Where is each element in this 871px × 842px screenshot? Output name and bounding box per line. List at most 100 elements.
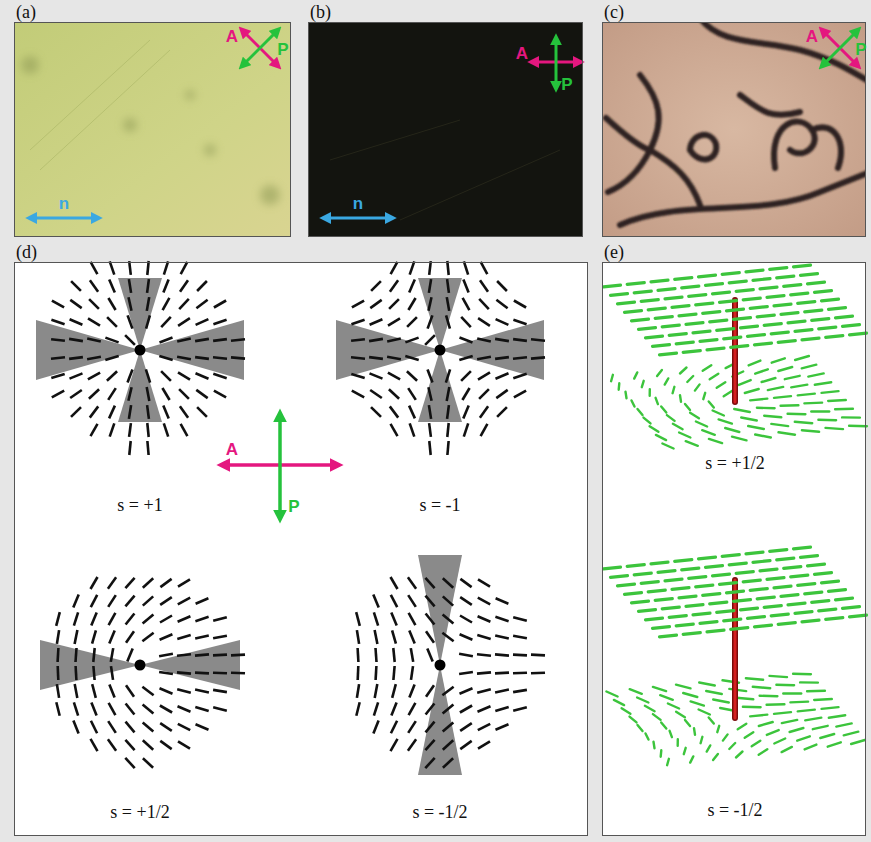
molecule-rod (781, 595, 798, 597)
molecule-rod (729, 281, 746, 283)
director-dash (370, 300, 381, 308)
molecule-rod (768, 387, 783, 390)
molecule-rod (665, 579, 682, 581)
director-dash (143, 615, 154, 624)
molecule-rod (675, 278, 692, 280)
molecule-rod (686, 441, 698, 446)
molecule-rod (632, 400, 635, 406)
molecule-rod (793, 673, 811, 676)
director-dash (391, 703, 396, 716)
director-dash (160, 741, 171, 749)
molecule-rod (646, 733, 649, 739)
director-dash (110, 423, 115, 436)
molecule-rod (805, 592, 822, 594)
director-dash (429, 261, 431, 275)
molecule-rod (736, 572, 753, 574)
director-dash (513, 671, 527, 674)
director-dash (52, 391, 64, 398)
director-dash (109, 631, 114, 644)
director-dash (460, 338, 473, 343)
director-dash (478, 616, 491, 622)
polarizer-label: P (277, 41, 288, 58)
director-dash (478, 706, 491, 711)
molecule-rod (709, 439, 722, 443)
director-dash (110, 261, 115, 274)
director-dash (373, 595, 378, 608)
molecule-rod (757, 407, 775, 410)
director-dash (514, 301, 526, 308)
molecule-rod (680, 395, 681, 401)
director-dash (459, 672, 473, 674)
molecule-rod (670, 731, 672, 737)
director-dash (196, 724, 209, 729)
analyzer-label: A (806, 28, 818, 45)
director-dash (387, 357, 401, 359)
molecule-rod (760, 695, 778, 698)
molecule-rod (618, 383, 621, 389)
director-dash (159, 356, 172, 360)
molecule-rod (798, 394, 815, 396)
director-dash (89, 389, 99, 399)
molecule-rod (720, 301, 737, 303)
director-dash (90, 406, 98, 417)
molecule-rod (701, 737, 703, 743)
molecule-rod (770, 550, 787, 552)
director-dash (159, 672, 173, 674)
polarizer-label: P (288, 498, 299, 515)
molecule-rod (731, 346, 748, 348)
disclination-3d (604, 265, 867, 765)
director-dash (109, 703, 116, 715)
disclination-line (734, 300, 737, 402)
director-dash (481, 424, 488, 436)
molecule-rod (814, 699, 832, 700)
molecule-rod (843, 607, 860, 609)
director-dash (90, 280, 98, 291)
director-dash (351, 320, 364, 325)
director-dash (73, 595, 78, 608)
strength-label: s = +1/2 (110, 803, 169, 821)
director-dash (160, 597, 172, 605)
panel-letter: (e) (604, 242, 624, 263)
director-dash (480, 280, 488, 292)
director-dash (411, 648, 413, 662)
director-dash (447, 297, 449, 311)
molecule-rod (683, 351, 700, 353)
molecule-rod (764, 416, 781, 418)
molecule-rod (676, 712, 685, 718)
molecule-rod (757, 597, 774, 599)
director-dash (71, 281, 81, 291)
director-dash (56, 702, 59, 716)
molecule-rod (720, 583, 737, 585)
director-dash (231, 357, 245, 358)
director-dash (391, 595, 397, 607)
director-dash (447, 279, 449, 293)
dark-brush (336, 320, 440, 380)
director-dash (178, 616, 191, 622)
director-dash (128, 387, 131, 401)
molecule-rod (703, 594, 720, 596)
defect-core (135, 345, 146, 356)
director-dash (129, 261, 131, 275)
molecule-rod (788, 413, 806, 416)
director-dash (408, 721, 416, 733)
director-dash (76, 648, 77, 662)
director-dash (357, 630, 359, 644)
molecule-rod (653, 345, 670, 347)
molecule-rod (808, 373, 823, 376)
director-dash (374, 612, 378, 625)
director-dash (407, 371, 417, 381)
director-dash (109, 280, 115, 293)
director-dash (389, 389, 399, 399)
director-dash (356, 666, 359, 680)
molecule-rod (804, 401, 822, 404)
director-dash (391, 577, 398, 589)
director-dash (125, 740, 134, 750)
molecule-rod (699, 275, 716, 277)
director-dash (375, 630, 378, 644)
director-dash (460, 723, 472, 731)
molecule-rod (611, 576, 628, 578)
molecule-rod (781, 404, 799, 407)
molecule-rod (829, 715, 845, 718)
schlieren-texture (602, 22, 866, 237)
